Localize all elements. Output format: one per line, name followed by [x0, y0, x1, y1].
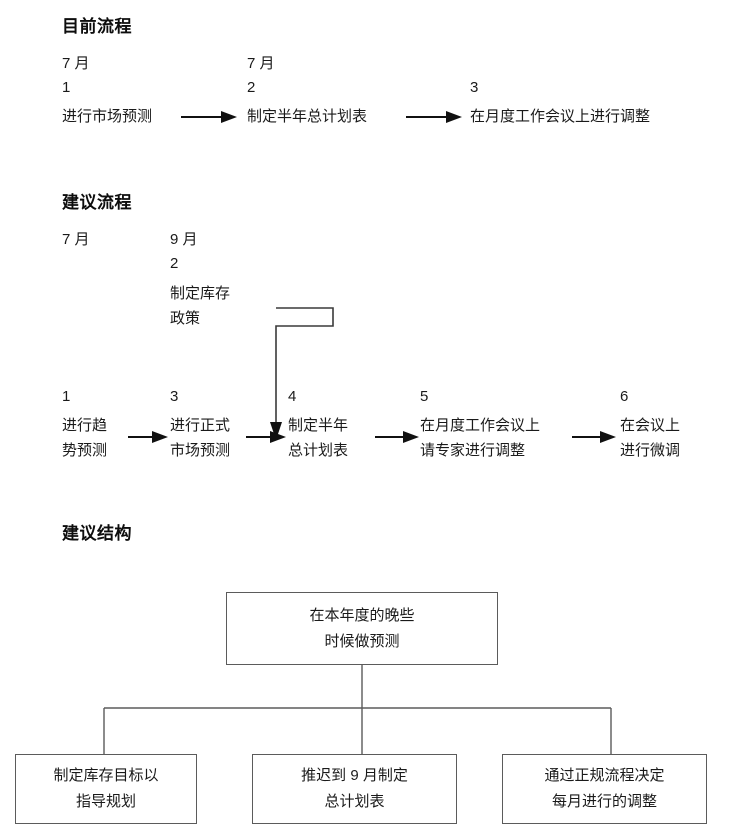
tree-child-label-3: 通过正规流程决定 每月进行的调整 [544, 767, 665, 810]
step-number-proposed-2: 2 [170, 255, 179, 272]
branch-connector-line [270, 307, 334, 440]
flow-arrow-current-1-to-2 [181, 111, 237, 123]
flow-arrow-proposed-3-to-4 [246, 431, 286, 443]
month-label-current-2: 7 月 [247, 55, 275, 72]
step-number-proposed-6: 6 [620, 388, 629, 405]
tree-child-label-2: 推迟到 9 月制定 总计划表 [301, 767, 408, 810]
step-number-proposed-5: 5 [420, 388, 429, 405]
tree-root-label: 在本年度的晚些 时候做预测 [309, 606, 415, 650]
step-text-proposed-4: 制定半年 总计划表 [288, 417, 349, 459]
tree-child-label-1: 制定库存目标以 指导规划 [53, 767, 159, 810]
flow-arrow-proposed-5-to-6 [572, 431, 616, 443]
step-number-proposed-1: 1 [62, 388, 71, 405]
step-text-proposed-2: 制定库存 政策 [170, 285, 231, 327]
step-text-proposed-3: 进行正式 市场预测 [170, 417, 231, 459]
tree-child-box-2[interactable]: 推迟到 9 月制定 总计划表 [252, 754, 457, 824]
flow-arrow-proposed-4-to-5 [375, 431, 419, 443]
step-number-proposed-3: 3 [170, 388, 179, 405]
step-number-current-3: 3 [470, 79, 479, 96]
tree-connector-lines [103, 665, 612, 754]
step-text-proposed-6: 在会议上 进行微调 [620, 417, 681, 459]
month-label-proposed-2: 9 月 [170, 231, 198, 248]
step-text-current-1: 进行市场预测 [62, 108, 153, 125]
tree-child-box-3[interactable]: 通过正规流程决定 每月进行的调整 [502, 754, 707, 824]
step-text-proposed-1: 进行趋 势预测 [62, 417, 108, 459]
step-number-current-2: 2 [247, 79, 256, 96]
tree-child-box-1[interactable]: 制定库存目标以 指导规划 [15, 754, 197, 824]
section-title-current-process: 目前流程 [62, 17, 132, 36]
step-text-current-2: 制定半年总计划表 [247, 108, 368, 125]
flow-arrow-proposed-1-to-3 [128, 431, 168, 443]
step-number-proposed-4: 4 [288, 388, 297, 405]
step-text-proposed-5: 在月度工作会议上 请专家进行调整 [420, 417, 541, 459]
section-title-proposed-structure: 建议结构 [62, 524, 132, 543]
section-title-proposed-process: 建议流程 [62, 193, 132, 212]
step-text-current-3: 在月度工作会议上进行调整 [470, 108, 651, 125]
flow-arrow-current-2-to-3 [406, 111, 462, 123]
step-number-current-1: 1 [62, 79, 71, 96]
month-label-proposed-1: 7 月 [62, 231, 90, 248]
tree-root-box[interactable]: 在本年度的晚些 时候做预测 [226, 592, 498, 665]
month-label-current-1: 7 月 [62, 55, 90, 72]
